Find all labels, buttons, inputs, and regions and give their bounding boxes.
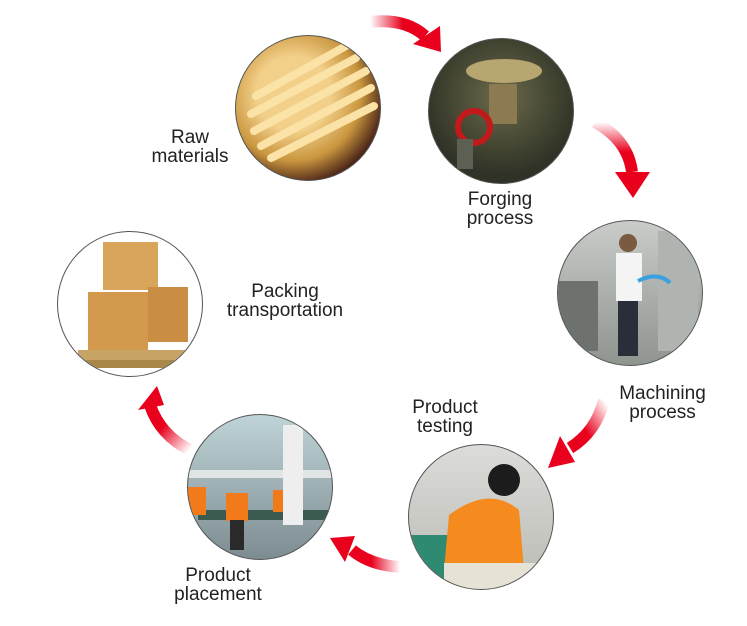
machining-worker-icon [558,231,698,356]
step-packing-image [57,231,203,377]
arrow-placement-to-packing [138,386,193,456]
step-testing-image [408,444,554,590]
arrow-forging-to-machining [591,116,650,198]
brass-rods-icon [247,42,378,162]
assembly-line-icon [188,425,332,550]
valve-icon [455,59,542,169]
arrow-testing-to-placement [330,536,401,573]
step-placement-image [187,414,333,560]
step-raw-materials-image [235,35,381,181]
testing-worker-icon [409,464,553,589]
boxes-pallet-icon [78,242,193,368]
step-machining-image [557,220,703,366]
step-forging-image [428,38,574,184]
arrow-machining-to-testing [548,398,610,468]
arrow-raw-to-forging [369,15,441,52]
